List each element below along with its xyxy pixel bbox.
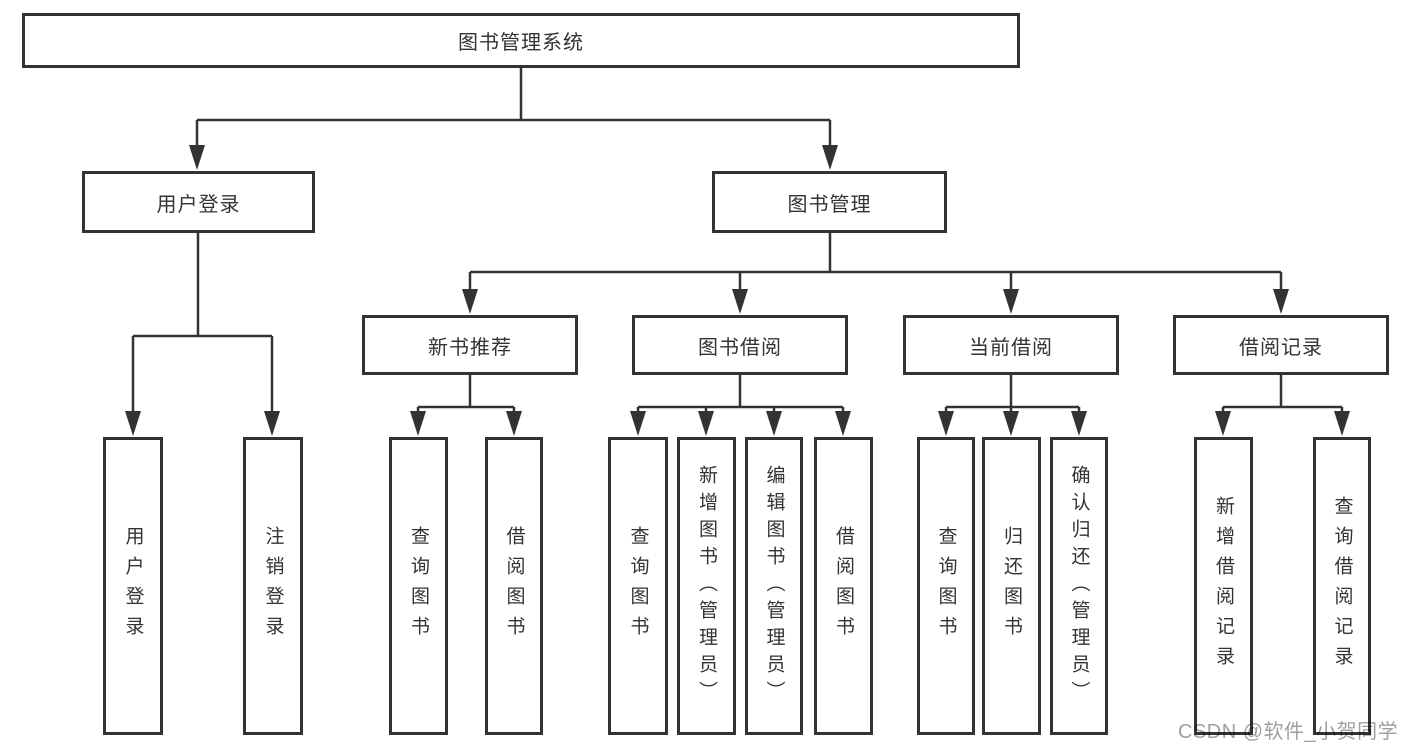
node-library-management-system: 图书管理系统	[22, 13, 1020, 68]
node-book-borrowing: 图书借阅	[632, 315, 848, 375]
node-add-books-admin: 新增图书（管理员）	[677, 437, 736, 735]
node-query-borrow-record: 查询借阅记录	[1313, 437, 1371, 735]
node-borrow-books-recommend: 借阅图书	[485, 437, 543, 735]
node-user-login: 用户登录	[82, 171, 315, 233]
node-edit-books-admin: 编辑图书（管理员）	[745, 437, 803, 735]
node-borrow-books-leaf: 借阅图书	[814, 437, 873, 735]
node-current-borrowing: 当前借阅	[903, 315, 1119, 375]
node-user-login-leaf: 用户登录	[103, 437, 163, 735]
watermark: CSDN @软件_小贺同学	[1178, 721, 1399, 743]
node-query-books-recommend: 查询图书	[389, 437, 448, 735]
node-borrowing-records: 借阅记录	[1173, 315, 1389, 375]
node-add-borrow-record: 新增借阅记录	[1194, 437, 1253, 735]
node-query-books-current: 查询图书	[917, 437, 975, 735]
node-book-management: 图书管理	[712, 171, 947, 233]
node-logout: 注销登录	[243, 437, 303, 735]
node-confirm-return-admin: 确认归还（管理员）	[1050, 437, 1108, 735]
node-return-books: 归还图书	[982, 437, 1041, 735]
node-query-books-borrowing: 查询图书	[608, 437, 668, 735]
node-new-book-recommendation: 新书推荐	[362, 315, 578, 375]
